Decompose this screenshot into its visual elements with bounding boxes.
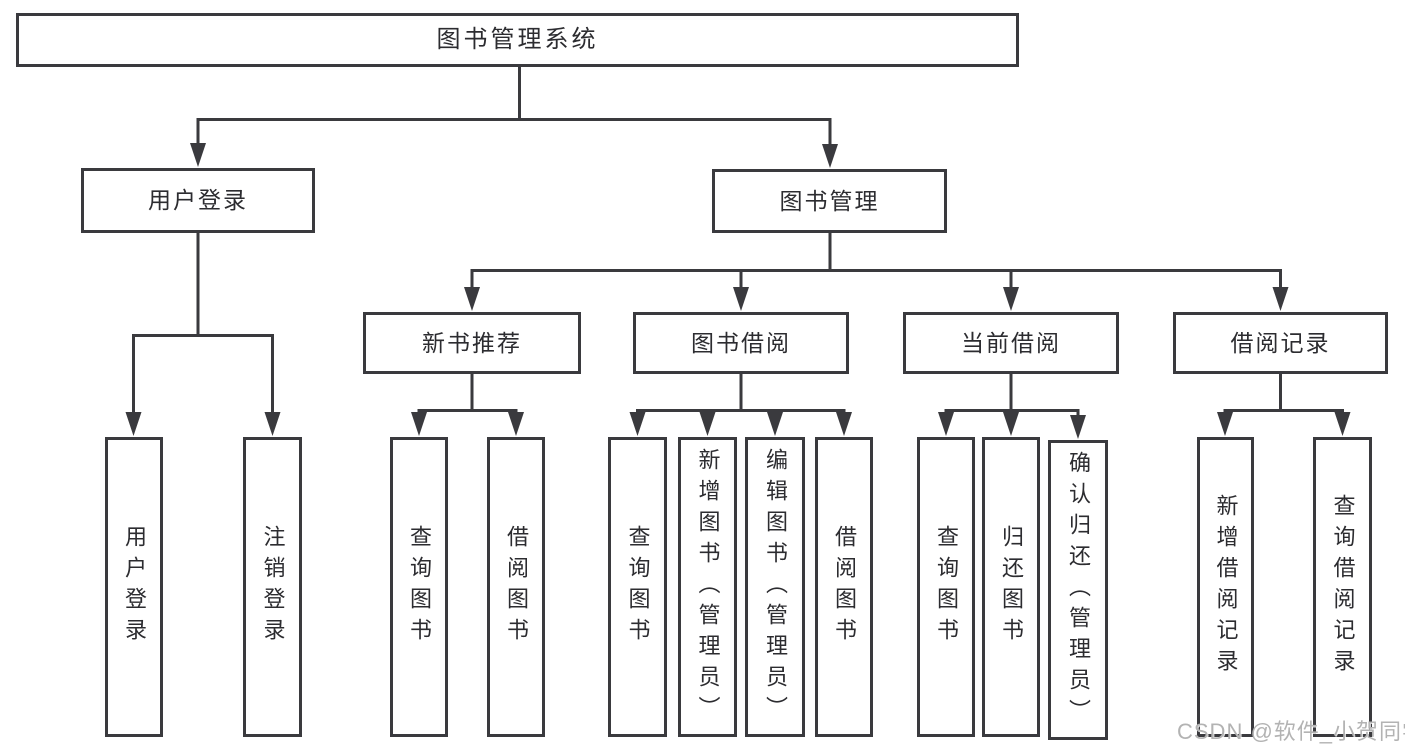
node-new-book-recommendation: 新书推荐	[363, 312, 581, 374]
node-user-login-leaf: 用户登录	[105, 437, 163, 737]
node-query-books-recommend: 查询图书	[390, 437, 448, 737]
node-query-books-current: 查询图书	[917, 437, 975, 737]
node-borrow-books-recommend: 借阅图书	[487, 437, 545, 737]
node-query-books-borrowing: 查询图书	[608, 437, 667, 737]
csdn-watermark: CSDN @软件_小贺同学	[1177, 719, 1405, 744]
node-book-management: 图书管理	[712, 169, 947, 233]
node-query-borrow-record: 查询借阅记录	[1313, 437, 1372, 737]
arrowheads	[125, 143, 1351, 439]
node-borrow-books-leaf: 借阅图书	[815, 437, 873, 737]
node-book-borrowing: 图书借阅	[633, 312, 849, 374]
node-return-books: 归还图书	[982, 437, 1040, 737]
node-logout-leaf: 注销登录	[243, 437, 302, 737]
node-edit-book-admin: 编辑图书（管理员）	[745, 437, 805, 737]
node-add-book-admin: 新增图书（管理员）	[678, 437, 737, 737]
node-add-borrow-record: 新增借阅记录	[1197, 437, 1254, 737]
node-library-management-system: 图书管理系统	[16, 13, 1019, 67]
node-borrowing-records: 借阅记录	[1173, 312, 1388, 374]
node-confirm-return-admin: 确认归还（管理员）	[1048, 440, 1108, 740]
node-current-borrowing: 当前借阅	[903, 312, 1119, 374]
node-user-login-branch: 用户登录	[81, 168, 315, 233]
